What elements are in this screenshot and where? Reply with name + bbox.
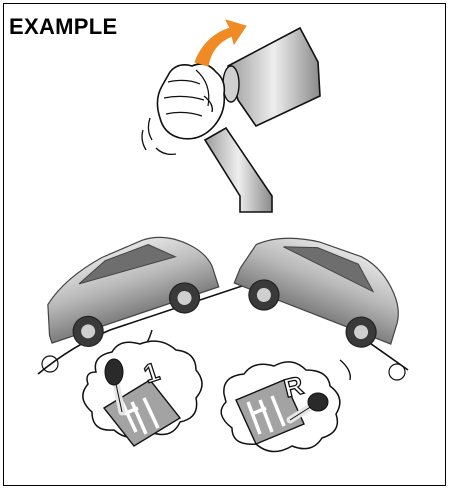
gear-reverse-icon: R	[221, 360, 350, 452]
car-downhill-icon	[229, 216, 417, 360]
release-arrow-icon	[195, 20, 246, 66]
hand-on-handbrake-icon	[142, 28, 320, 212]
gear-first-icon: 1	[83, 330, 202, 446]
car-uphill-icon	[30, 222, 224, 357]
